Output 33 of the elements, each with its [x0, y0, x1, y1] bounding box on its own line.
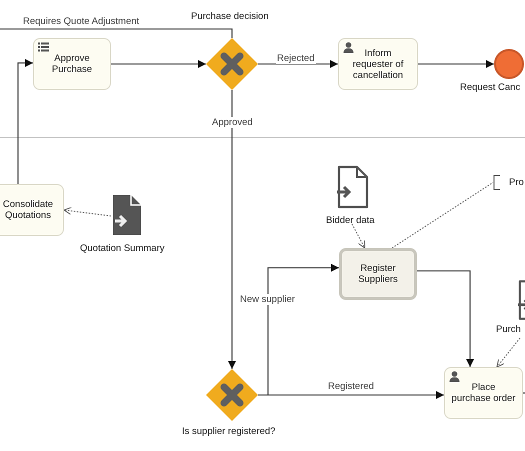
task-label: Register Suppliers	[357, 263, 399, 285]
edge-label: New supplier	[239, 294, 296, 305]
annotation-text: Pro	[509, 177, 524, 188]
gateway-label: Is supplier registered?	[182, 426, 276, 437]
edge-label: Approved	[211, 117, 254, 128]
sequence-flow-arrow	[228, 90, 236, 369]
task-label: Inform requester of cancellation	[352, 48, 404, 80]
association-line	[64, 206, 112, 216]
sequence-flow-arrow	[417, 270, 474, 367]
sequence-flow-arrow	[418, 60, 494, 68]
task-label: Place purchase order	[450, 382, 516, 404]
task-box	[0, 184, 64, 236]
task-label: Consolidate Quotations	[2, 199, 54, 221]
association-line	[392, 182, 494, 248]
data-label: Purch	[496, 324, 521, 335]
edge-label: Rejected	[276, 53, 316, 64]
task-box	[338, 38, 418, 90]
task-box	[444, 367, 523, 419]
task-label: Approve Purchase	[50, 53, 94, 75]
gateway-label: Purchase decision	[191, 11, 269, 22]
sequence-flow-arrow	[258, 391, 444, 399]
event-label: Request Canc	[460, 82, 520, 93]
edge-label: Registered	[327, 381, 375, 392]
sequence-flow-arrow	[258, 60, 338, 68]
task-box	[33, 38, 111, 90]
sequence-flow-arrow	[111, 60, 206, 68]
data-label: Bidder data	[326, 215, 375, 226]
task-box	[339, 248, 417, 300]
association-line	[496, 338, 520, 368]
edge-label: Requires Quote Adjustment	[22, 16, 140, 27]
data-label: Quotation Summary	[80, 243, 164, 254]
association-line	[352, 224, 366, 248]
sequence-flow-arrow	[17, 58, 33, 184]
